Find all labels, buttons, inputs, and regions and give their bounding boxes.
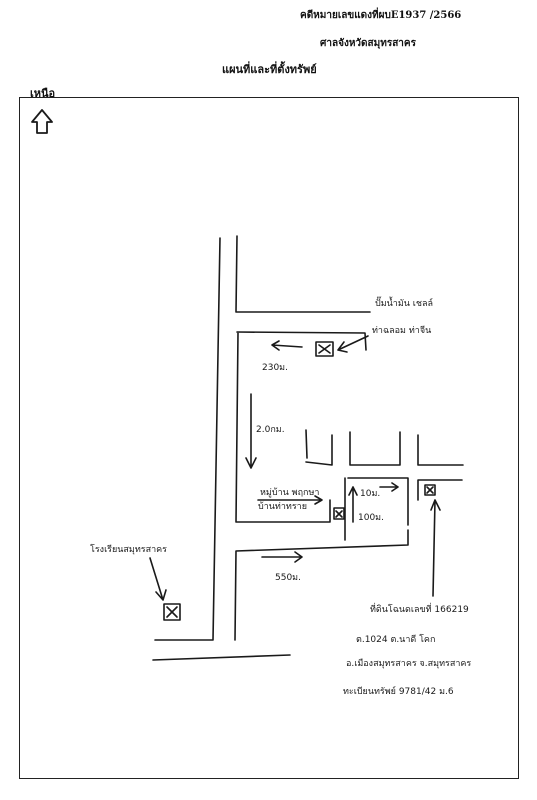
landmark-top-marker: [315, 341, 334, 357]
arrow-small-up: [348, 486, 358, 523]
property-line1: ที่ดินโฉนดเลขที่ 166219: [370, 602, 469, 615]
property-marker: [424, 484, 436, 496]
distance-bottom: 550ม.: [275, 573, 301, 583]
landmark-top-line1: ปั๊มน้ำมัน เชลล์: [375, 296, 433, 309]
road-side-1: [305, 429, 333, 466]
road-lower: [152, 529, 409, 661]
pointer-arrow-landmark-top: [337, 335, 369, 353]
distance-top: 230ม.: [262, 363, 288, 373]
page-title: แผนที่และที่ตั้งทรัพย์: [222, 63, 317, 76]
road-side-4: [417, 434, 464, 466]
distance-mid: 2.0กม.: [256, 425, 285, 435]
arrow-distance-top: [271, 340, 303, 351]
village-marker: [333, 507, 345, 520]
property-line3: อ.เมืองสมุทรสาคร จ.สมุทรสาคร: [346, 658, 471, 669]
pointer-arrow-school: [149, 557, 167, 601]
court-name: ศาลจังหวัดสมุทรสาคร: [320, 38, 416, 49]
landmark-left: โรงเรียนสมุทรสาคร: [90, 544, 167, 555]
pointer-arrow-property: [430, 499, 441, 597]
case-number: คดีหมายเลขแดงที่ผบE1937 /2566: [300, 10, 462, 21]
road-side-5: [417, 479, 463, 501]
school-marker: [163, 603, 181, 621]
arrow-distance-mid: [245, 393, 257, 469]
distance-small-1: 10ม.: [360, 489, 380, 499]
property-line4: ทะเบียนทรัพย์ 9781/42 ม.6: [343, 685, 454, 697]
map-frame: [19, 97, 519, 779]
road-side-3: [344, 477, 409, 541]
north-arrow-icon: [31, 109, 53, 134]
road-main-right: [235, 235, 371, 313]
property-line2: ต.1024 ต.นาดี โคก: [356, 634, 435, 645]
arrow-small-right: [379, 482, 399, 492]
arrow-distance-bottom: [261, 551, 303, 563]
road-side-2: [349, 431, 401, 466]
landmark-top-line2: ท่าฉลอม ท่าจีน: [372, 325, 431, 336]
village-label-line1: หมู่บ้าน พฤกษา: [260, 487, 319, 498]
road-upper-branch: [235, 331, 367, 523]
north-label: เหนือ: [30, 87, 56, 100]
arrow-village: [257, 495, 323, 505]
distance-small-2: 100ม.: [358, 513, 384, 523]
village-label-line2: บ้านท่าทราย: [258, 501, 307, 512]
road-main-left: [154, 237, 221, 641]
